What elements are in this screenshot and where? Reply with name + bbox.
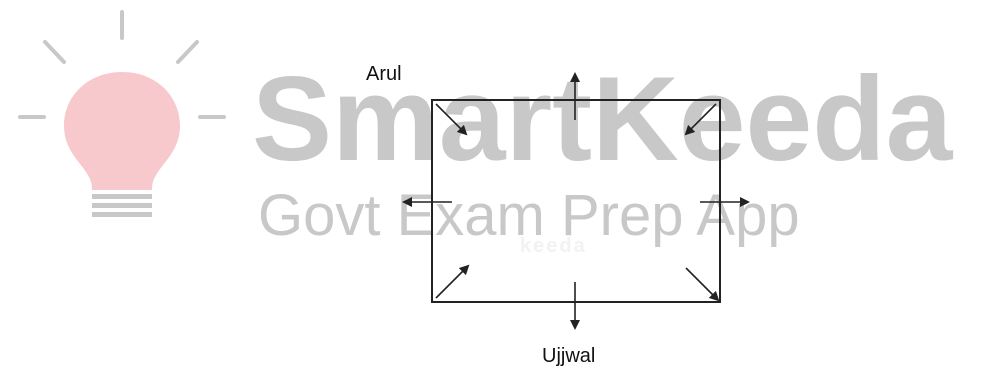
bulb-rays	[18, 10, 226, 119]
bulb-glass	[64, 72, 180, 190]
lightbulb-logo	[18, 10, 226, 217]
arrow-south-east-corner	[685, 267, 720, 302]
bulb-base	[92, 194, 152, 217]
label-arul: Arul	[366, 63, 402, 85]
plot-rectangle	[431, 99, 721, 303]
watermark-tagline: Govt Exam Prep App	[258, 183, 800, 248]
watermark-brand: SmartKeeda	[252, 52, 954, 186]
arrow-north-west-corner	[435, 103, 468, 136]
label-ujjwal: Ujjwal	[542, 345, 595, 367]
watermark-faint-mark: keeda	[520, 235, 587, 257]
arrow-north-east-corner	[684, 103, 717, 136]
arrow-south-west-corner	[435, 264, 470, 299]
